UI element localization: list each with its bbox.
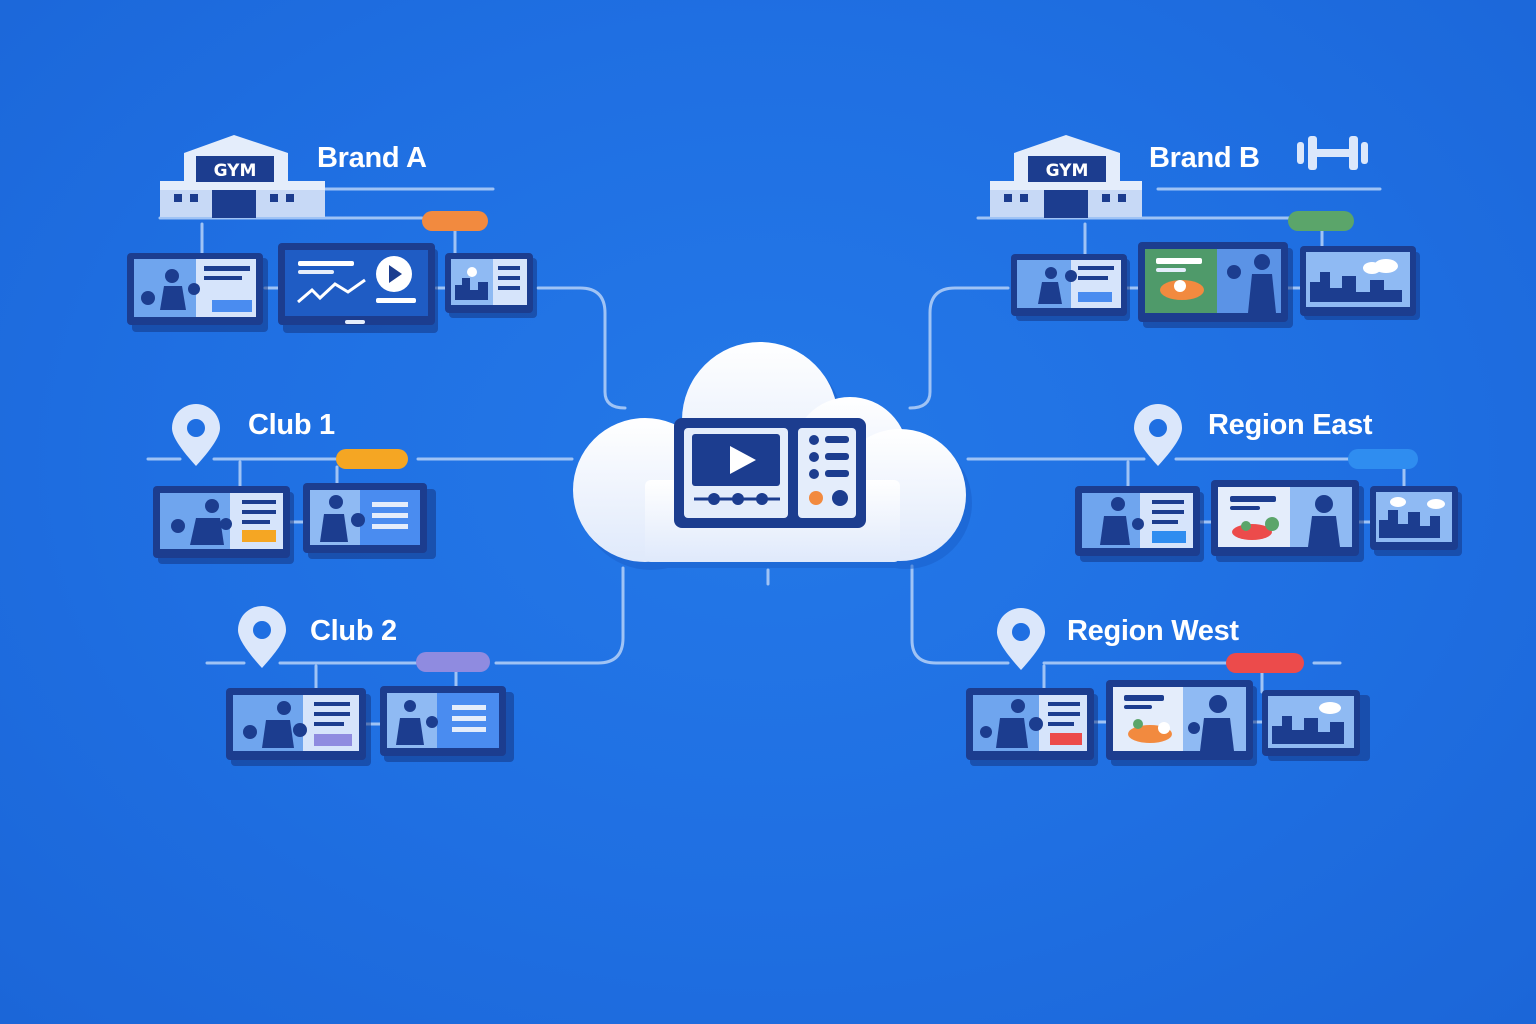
- screen-club-2-2: [380, 686, 514, 762]
- location-pin-icon: [997, 608, 1045, 670]
- brand-b-screens: [1011, 242, 1420, 328]
- connector-club-2: [494, 566, 625, 665]
- screen-brand-b-3: [1300, 246, 1420, 320]
- connector-brand-b: [908, 286, 1010, 410]
- svg-text:GYM: GYM: [1046, 161, 1089, 181]
- club-1-label: Club 1: [248, 409, 335, 441]
- screen-region-west-2: [1106, 680, 1257, 766]
- location-pin-icon: [1134, 404, 1182, 466]
- screen-club-2-1: [226, 688, 371, 766]
- screen-region-east-3: [1370, 486, 1462, 556]
- region-east-screens: [1075, 480, 1462, 562]
- connector-region-west: [910, 564, 1010, 665]
- screen-region-west-3: [1262, 690, 1370, 761]
- tag-brand-a: [422, 211, 488, 231]
- region-west-label: Region West: [1067, 615, 1239, 647]
- tag-brand-b: [1288, 211, 1354, 231]
- brand-a-screens: [127, 243, 537, 333]
- brand-a-gym-building-icon: GYM: [160, 135, 325, 218]
- region-west-screens: [966, 680, 1370, 766]
- cloud-hub: [573, 342, 972, 570]
- screen-brand-a-3: [445, 253, 537, 318]
- tag-club-1: [336, 449, 408, 469]
- location-pin-icon: [172, 404, 220, 466]
- region-east-label: Region East: [1208, 409, 1373, 441]
- screen-region-east-1: [1075, 486, 1204, 562]
- club-2-label: Club 2: [310, 615, 397, 647]
- screen-brand-b-2: [1138, 242, 1293, 328]
- screen-region-east-2: [1211, 480, 1364, 562]
- connector-lines: [146, 187, 1406, 726]
- screen-brand-b-1: [1011, 254, 1130, 321]
- tag-club-2: [416, 652, 490, 672]
- screen-brand-a-1: [127, 253, 268, 332]
- screen-club-1-2: [303, 483, 436, 559]
- brand-a-label: Brand A: [317, 142, 427, 174]
- brand-b-gym-building-icon: GYM: [990, 135, 1142, 218]
- tag-region-west: [1226, 653, 1304, 673]
- screen-brand-a-2: [278, 243, 438, 333]
- cloud-media-player-icon: [674, 418, 866, 528]
- dumbbell-icon: [1297, 136, 1368, 170]
- brand-b-label: Brand B: [1149, 142, 1260, 174]
- club-1-screens: [153, 483, 436, 564]
- connector-brand-a: [536, 286, 627, 410]
- tag-region-east: [1348, 449, 1418, 469]
- screen-club-1-1: [153, 486, 294, 564]
- svg-text:GYM: GYM: [214, 161, 257, 181]
- screen-region-west-1: [966, 688, 1098, 766]
- location-pin-icon: [238, 606, 286, 668]
- club-2-screens: [226, 686, 514, 766]
